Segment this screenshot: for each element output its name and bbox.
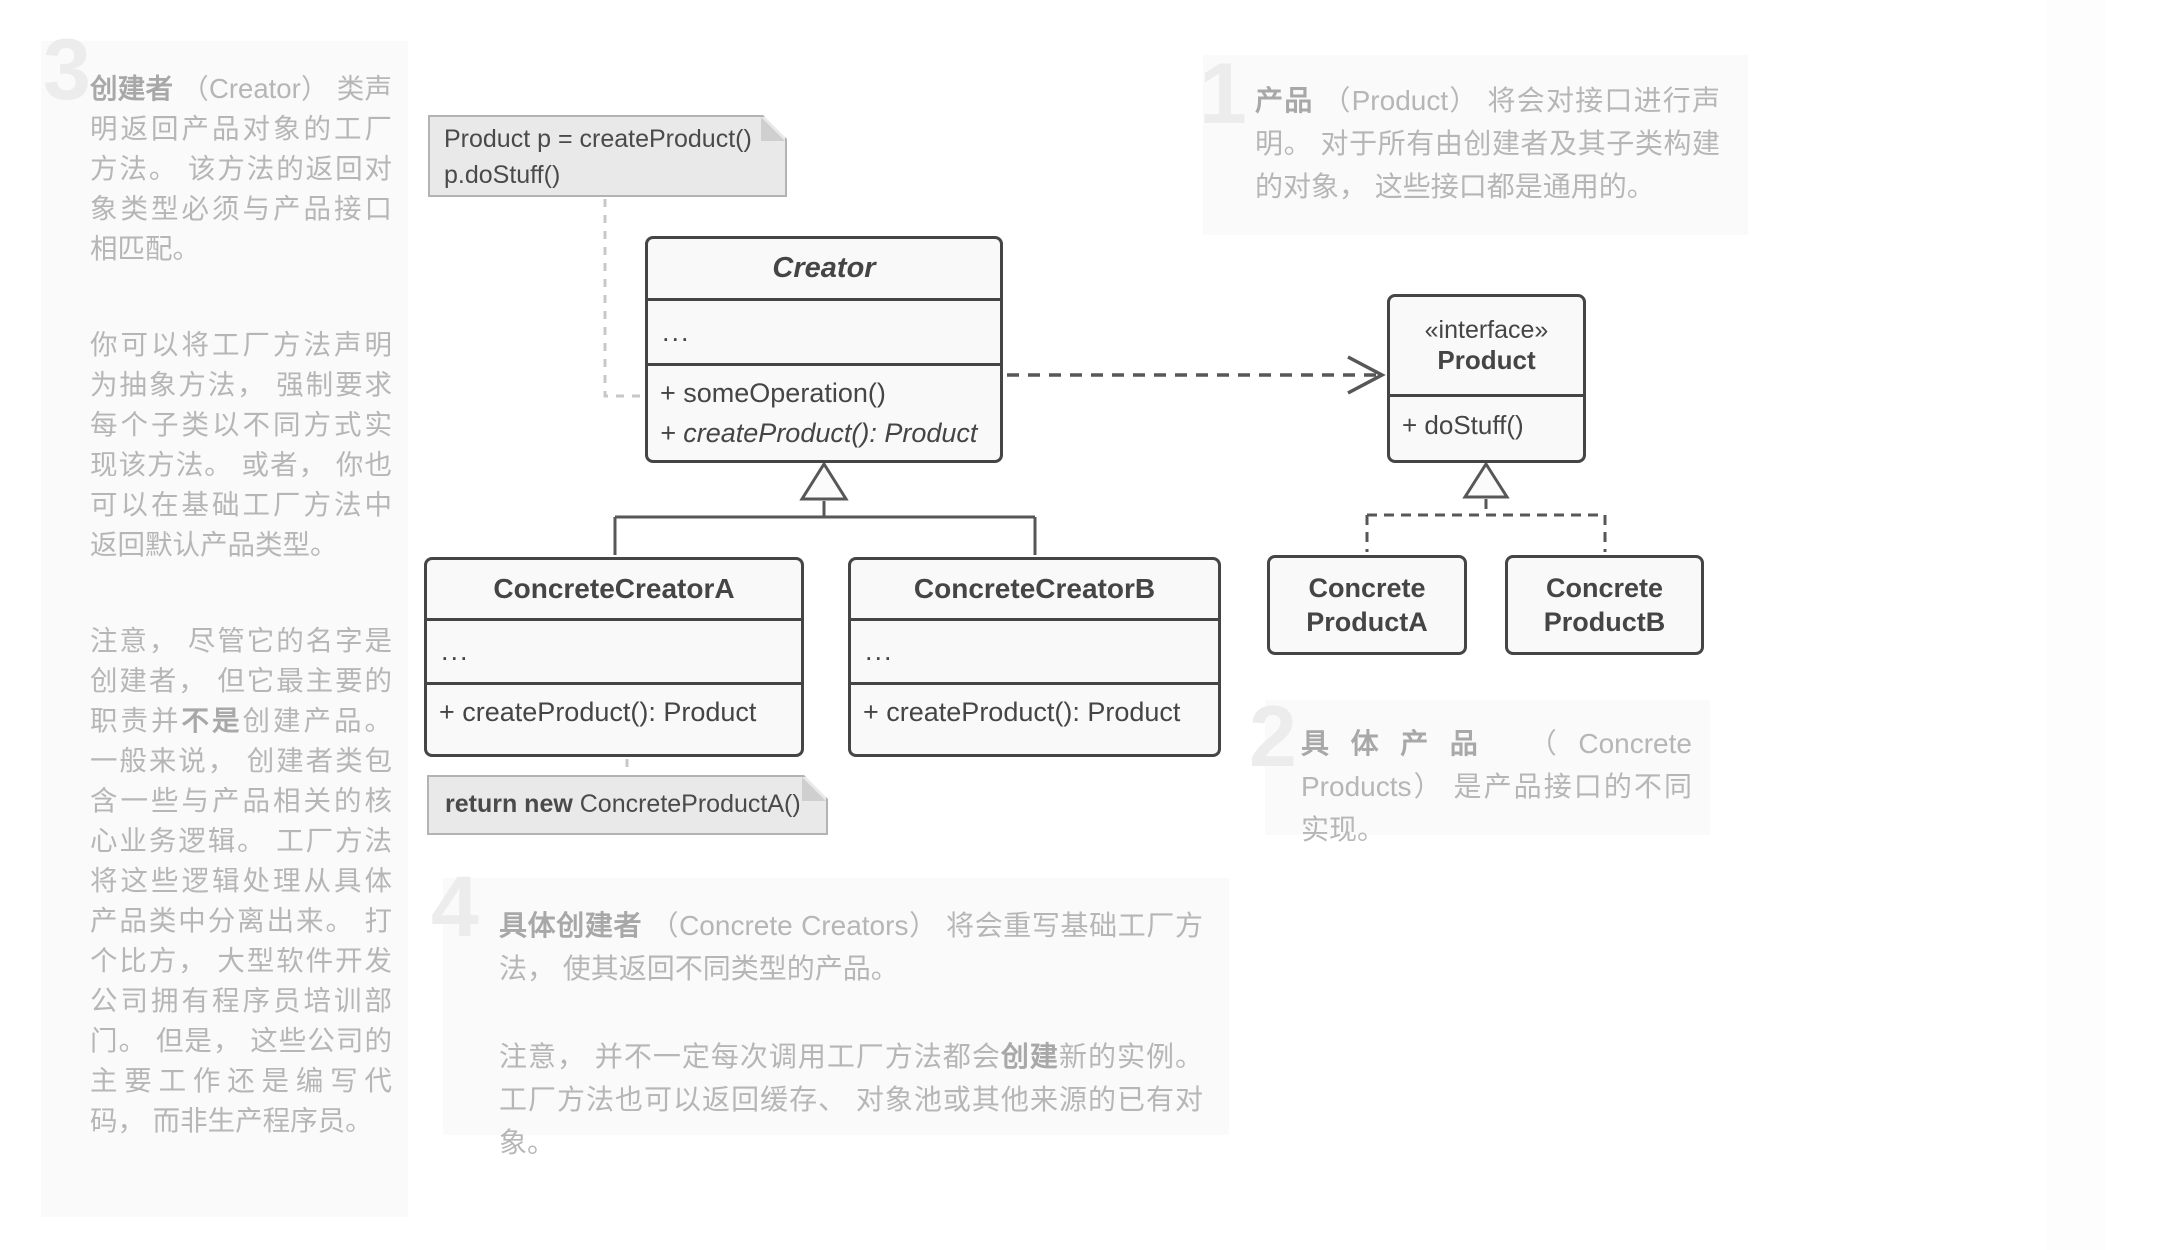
annotation-number-3: 3 bbox=[43, 22, 91, 118]
product-paragraph-text: （Product） 将会对接口进行声明。 对于所有由创建者及其子类构建的对象， … bbox=[1255, 85, 1720, 202]
concrete-product-b-line2: ProductB bbox=[1543, 607, 1666, 637]
code-note-create-product: Product p = createProduct() p.doStuff() bbox=[428, 115, 787, 197]
concrete-creator-a-method: + createProduct(): Product bbox=[427, 682, 801, 739]
note-create-connector bbox=[603, 199, 641, 398]
concrete-creators-term: 具体创建者 bbox=[499, 910, 643, 941]
create-bold: 创建 bbox=[1000, 1041, 1059, 1072]
creator-paragraph-3: 注意， 尽管它的名字是创建者， 但它最主要的职责并不是创建产品。 一般来说， 创… bbox=[90, 621, 392, 1141]
concrete-product-a-line1: Concrete bbox=[1308, 573, 1426, 603]
concrete-creators-paragraph-2-b: 新的实例。 工厂方法也可以返回缓存、 对象池或其他来源的已有对象。 bbox=[499, 1041, 1203, 1158]
concrete-creator-a-title: ConcreteCreatorA bbox=[493, 573, 735, 604]
creator-paragraph-3-a: 注意， 尽管它的名字是创建者， 但它最主要的职责并 bbox=[90, 625, 392, 736]
concrete-creators-paragraph-1: 具体创建者 （Concrete Creators） 将会重写基础工厂方法， 使其… bbox=[499, 904, 1203, 990]
concrete-creator-b-title: ConcreteCreatorB bbox=[913, 573, 1156, 604]
annotation-panel-creator: 3 创建者 （Creator） 类声明返回产品对象的工厂方法。 该方法的返回对象… bbox=[41, 27, 408, 1217]
creator-paragraph-1: 创建者 （Creator） 类声明返回产品对象的工厂方法。 该方法的返回对象类型… bbox=[90, 69, 392, 269]
concrete-creator-b-attrs: ... bbox=[851, 618, 1218, 682]
interface-stereotype: «interface» bbox=[1424, 315, 1549, 344]
creator-class-box: Creator ... + someOperation() + createPr… bbox=[645, 236, 1003, 463]
annotation-number-2: 2 bbox=[1249, 689, 1297, 785]
product-paragraph: 产品 （Product） 将会对接口进行声明。 对于所有由创建者及其子类构建的对… bbox=[1255, 79, 1720, 208]
inheritance-triangle-icon bbox=[799, 461, 849, 501]
creator-method-createproduct: + createProduct(): Product bbox=[660, 418, 978, 448]
note-line-2: p.doStuff() bbox=[444, 161, 561, 189]
creator-paragraph-1-text: （Creator） 类声明返回产品对象的工厂方法。 该方法的返回对象类型必须与产… bbox=[90, 73, 392, 264]
product-interface-box: «interface» Product + doStuff() bbox=[1387, 294, 1586, 463]
creator-class-attrs: ... bbox=[648, 298, 1000, 363]
creator-class-title: Creator bbox=[772, 252, 876, 284]
concrete-product-a-line2: ProductA bbox=[1306, 607, 1428, 637]
concrete-product-b-line1: Concrete bbox=[1545, 573, 1664, 603]
not-is-bold: 不是 bbox=[181, 705, 243, 736]
product-method-dostuff: + doStuff() bbox=[1390, 394, 1583, 453]
note-return-keyword: return new bbox=[445, 790, 573, 818]
product-interface-title: Product bbox=[1437, 344, 1536, 375]
page-right-gutter bbox=[2046, 0, 2106, 1250]
annotation-number-4: 4 bbox=[431, 859, 479, 955]
concrete-products-paragraph: 具体产品 （Concrete Products） 是产品接口的不同实现。 bbox=[1301, 722, 1692, 851]
product-term: 产品 bbox=[1255, 85, 1314, 116]
realization-triangle-icon bbox=[1462, 461, 1510, 499]
note-return-rest: ConcreteProductA() bbox=[572, 790, 801, 818]
concrete-creator-a-attrs: ... bbox=[427, 618, 801, 682]
creator-paragraph-3-b: 创建产品。 一般来说， 创建者类包含一些与产品相关的核心业务逻辑。 工厂方法将这… bbox=[90, 705, 392, 1136]
creator-paragraph-2: 你可以将工厂方法声明为抽象方法， 强制要求每个子类以不同方式实现该方法。 或者，… bbox=[90, 329, 392, 560]
realization-lines bbox=[1365, 499, 1607, 552]
annotation-panel-product: 1 产品 （Product） 将会对接口进行声明。 对于所有由创建者及其子类构建… bbox=[1199, 51, 1748, 235]
annotation-number-1: 1 bbox=[1199, 46, 1247, 142]
concrete-products-paragraph-text: （Concrete Products） 是产品接口的不同实现。 bbox=[1301, 728, 1692, 845]
concrete-creator-b-box: ConcreteCreatorB ... + createProduct(): … bbox=[848, 557, 1221, 757]
annotation-panel-concrete-creators: 4 具体创建者 （Concrete Creators） 将会重写基础工厂方法， … bbox=[431, 864, 1229, 1158]
concrete-creators-paragraph-2-a: 注意， 并不一定每次调用工厂方法都会 bbox=[499, 1041, 1001, 1072]
creator-class-methods: + someOperation() + createProduct(): Pro… bbox=[648, 363, 1000, 460]
creator-method-someoperation: + someOperation() bbox=[660, 378, 886, 408]
concrete-creator-a-box: ConcreteCreatorA ... + createProduct(): … bbox=[424, 557, 804, 757]
annotation-panel-concrete-products: 2 具体产品 （Concrete Products） 是产品接口的不同实现。 bbox=[1249, 694, 1710, 845]
note-line-1: Product p = createProduct() bbox=[444, 125, 752, 153]
code-note-return-new: return new ConcreteProductA() bbox=[427, 775, 828, 835]
concrete-creator-b-method: + createProduct(): Product bbox=[851, 682, 1218, 739]
concrete-products-term: 具体产品 bbox=[1301, 728, 1500, 759]
creator-term: 创建者 bbox=[90, 73, 174, 104]
dependency-arrowhead bbox=[1347, 355, 1386, 395]
product-interface-title-section: «interface» Product bbox=[1390, 297, 1583, 394]
inheritance-lines bbox=[613, 501, 1037, 555]
concrete-creators-paragraph-1-text: （Concrete Creators） 将会重写基础工厂方法， 使其返回不同类型… bbox=[499, 910, 1203, 984]
concrete-product-a-box: Concrete ProductA bbox=[1267, 555, 1467, 655]
concrete-creators-paragraph-2: 注意， 并不一定每次调用工厂方法都会创建新的实例。 工厂方法也可以返回缓存、 对… bbox=[499, 1035, 1203, 1164]
concrete-product-b-box: Concrete ProductB bbox=[1505, 555, 1704, 655]
